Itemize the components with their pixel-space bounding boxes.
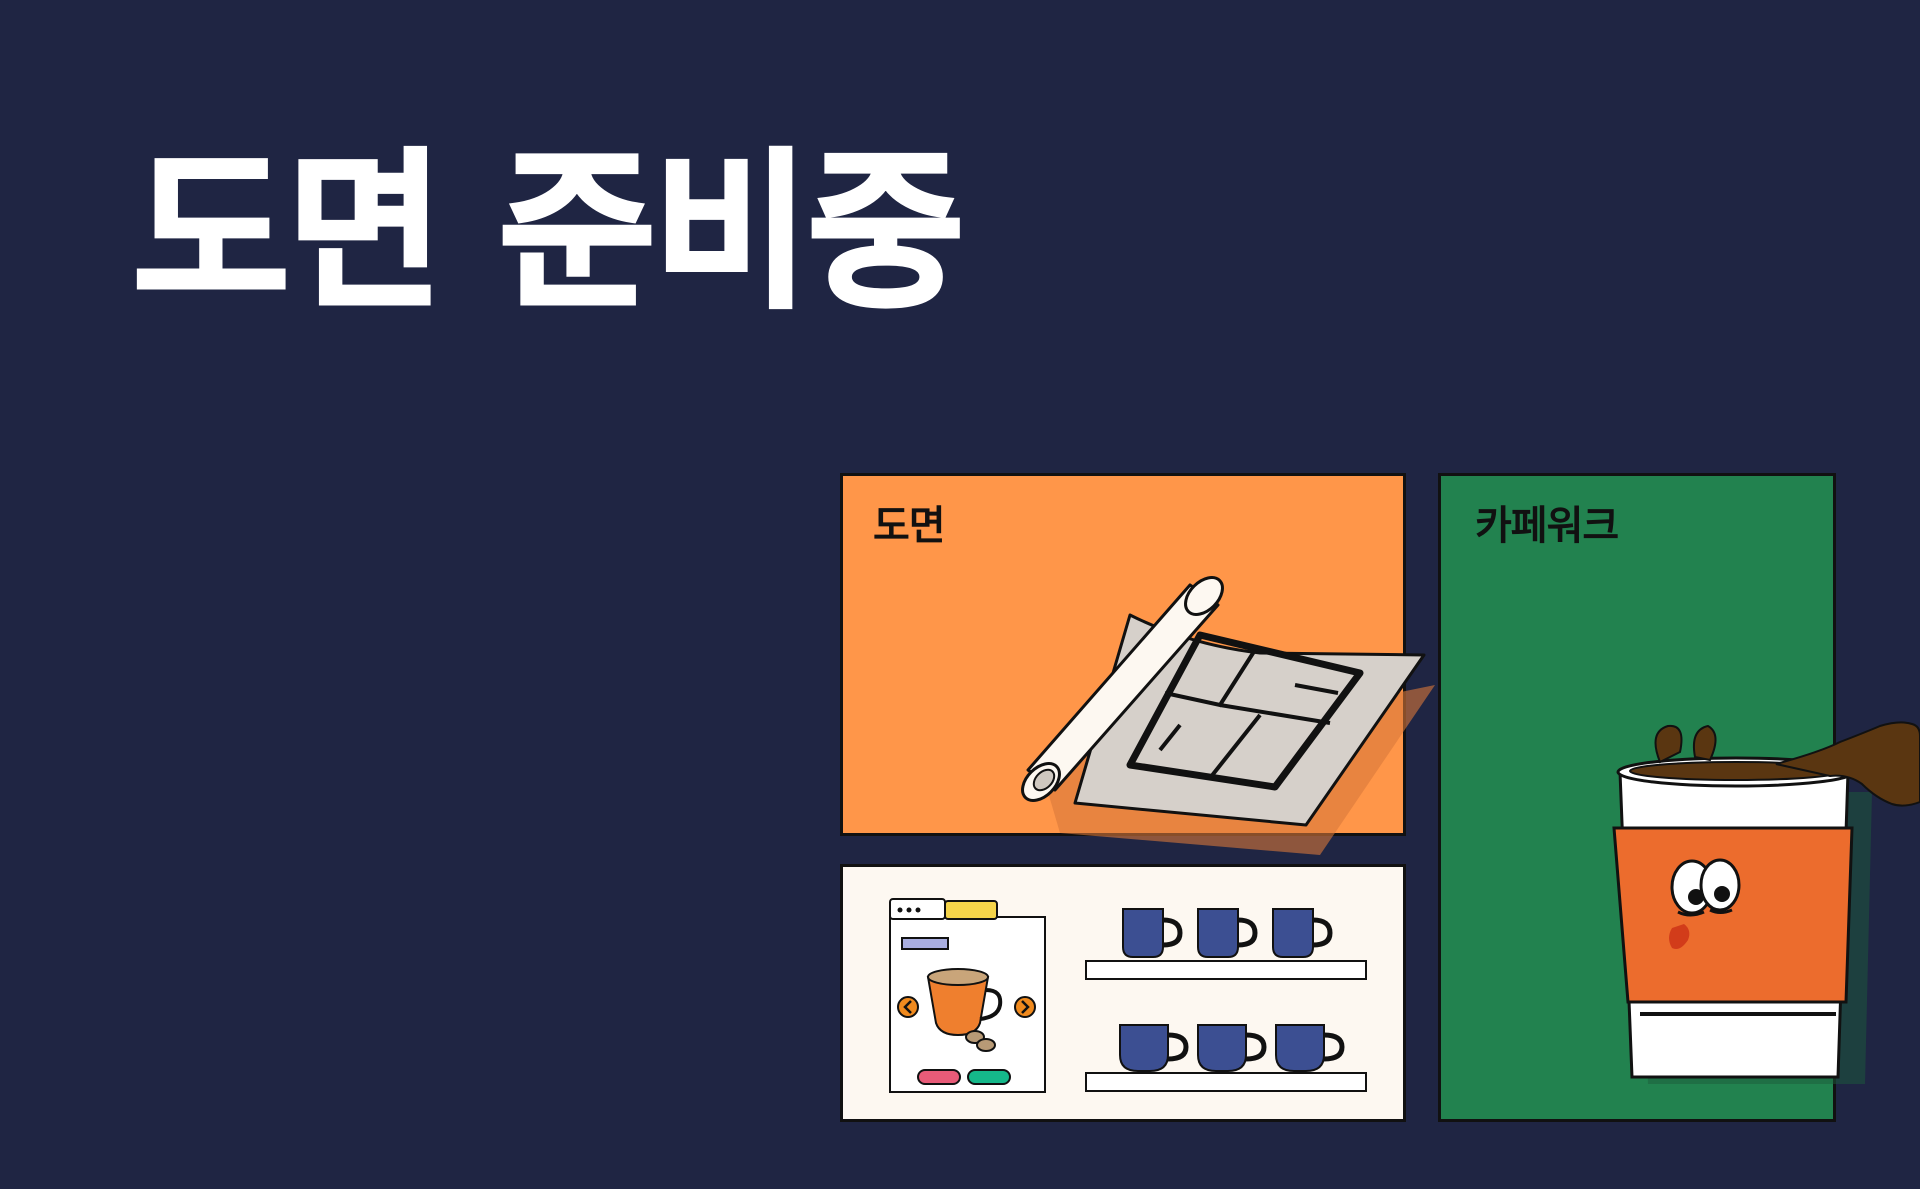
blueprint-roll-icon bbox=[1021, 576, 1435, 855]
cafework-card-label: 카페워크 bbox=[1475, 503, 1619, 549]
blueprint-card-label: 도면 bbox=[873, 503, 946, 549]
page-headline: 도면 준비중 bbox=[131, 134, 966, 332]
coffee-cup-mascot-icon bbox=[1612, 721, 1920, 1084]
cafe-shop-display-icon bbox=[889, 898, 1367, 1093]
